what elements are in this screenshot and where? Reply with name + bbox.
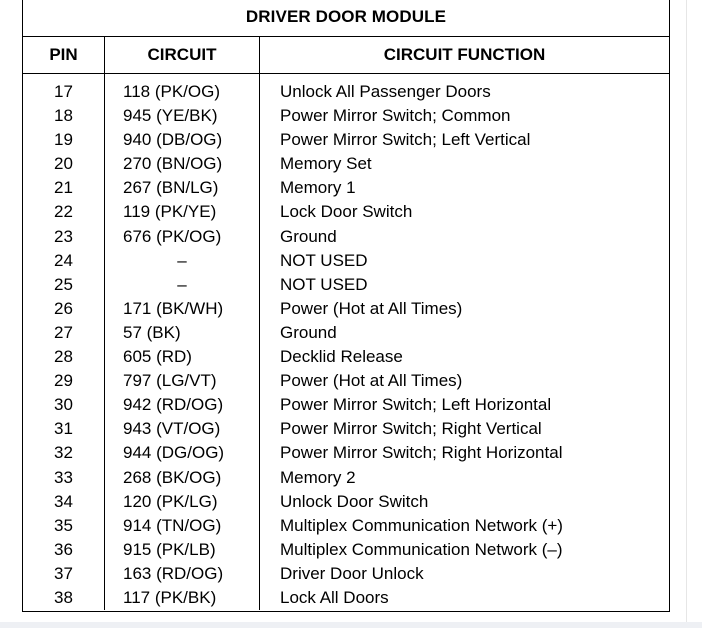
circuit-cell: 118 (PK/OG): [123, 82, 220, 101]
page-edge-divider: [686, 0, 687, 628]
pin-cell: 31: [54, 419, 73, 439]
pin-cell: 25: [54, 274, 73, 294]
function-cell: Memory 2: [280, 467, 356, 487]
function-cell: Multiplex Communication Network (–): [280, 539, 563, 559]
function-cell: Ground: [280, 322, 337, 342]
function-cell: Power Mirror Switch; Left Horizontal: [280, 395, 552, 415]
function-cell: Power (Hot at All Times): [280, 298, 463, 318]
pin-cell: 37: [54, 563, 73, 583]
circuit-cell: 942 (RD/OG): [123, 395, 224, 415]
pin-cell: 38: [54, 587, 73, 607]
pin-cell: 34: [54, 491, 73, 511]
pin-cell: 21: [54, 178, 73, 198]
pin-cell: 17: [54, 82, 73, 101]
function-column-header: CIRCUIT FUNCTION: [383, 45, 546, 64]
function-cell: Memory 1: [280, 178, 356, 198]
circuit-cell: 120 (PK/LG): [123, 491, 218, 511]
pin-cell: 28: [54, 347, 73, 367]
pin-cell: 29: [54, 371, 73, 391]
function-cell: Unlock All Passenger Doors: [280, 82, 491, 101]
circuit-cell: 57 (BK): [123, 322, 181, 342]
function-cell: Power Mirror Switch; Left Vertical: [280, 130, 531, 150]
function-cell: Power Mirror Switch; Right Horizontal: [280, 443, 563, 463]
function-cell: Lock All Doors: [280, 587, 389, 607]
circuit-column: 118 (PK/OG) 945 (YE/BK) 940 (DB/OG) 270 (BN…: [105, 74, 260, 610]
function-cell: Ground: [280, 226, 337, 246]
circuit-cell: 945 (YE/BK): [123, 106, 218, 126]
function-cell: NOT USED: [280, 274, 368, 294]
pin-cell: 23: [54, 226, 73, 246]
function-cell: Decklid Release: [280, 347, 403, 367]
function-cell: Power Mirror Switch; Right Vertical: [280, 419, 542, 439]
circuit-cell: 943 (VT/OG): [123, 419, 221, 439]
circuit-cell: 117 (PK/BK): [123, 587, 217, 607]
circuit-column-header: CIRCUIT: [105, 37, 260, 73]
pinout-table: DRIVER DOOR MODULE PIN CIRCUIT CIRCUIT F…: [22, 0, 670, 612]
circuit-cell: 270 (BN/OG): [123, 154, 223, 174]
circuit-cell: 797 (LG/VT): [123, 371, 217, 391]
circuit-cell: –: [177, 250, 187, 270]
function-cell: Unlock Door Switch: [280, 491, 429, 511]
circuit-cell: 163 (RD/OG): [123, 563, 224, 583]
pin-cell: 35: [54, 515, 73, 535]
table-title: DRIVER DOOR MODULE: [23, 0, 669, 37]
function-cell: Driver Door Unlock: [280, 563, 424, 583]
pin-cell: 30: [54, 395, 73, 415]
function-cell: Power Mirror Switch; Common: [280, 106, 511, 126]
circuit-cell: 605 (RD): [123, 347, 192, 367]
pin-cell: 18: [54, 106, 73, 126]
function-cell: Power (Hot at All Times): [280, 371, 463, 391]
pin-column-header: PIN: [23, 37, 105, 73]
circuit-cell: 676 (PK/OG): [123, 226, 222, 246]
function-cell: Memory Set: [280, 154, 372, 174]
circuit-cell: –: [177, 274, 187, 294]
function-cell: NOT USED: [280, 250, 368, 270]
pin-column: 17 18 19 20 21 22 23 24 25 26 27 28 29 30 31 32 33 34 35 36…: [23, 74, 105, 610]
pin-cell: 27: [54, 322, 73, 342]
pin-cell: 36: [54, 539, 73, 559]
pin-cell: 22: [54, 202, 73, 222]
table-header-row: PIN CIRCUIT CIRCUIT FUNCTION: [23, 37, 669, 74]
circuit-cell: 268 (BK/OG): [123, 467, 222, 487]
pin-cell: 19: [54, 130, 73, 150]
circuit-cell: 267 (BN/LG): [123, 178, 219, 198]
circuit-cell: 119 (PK/YE): [123, 202, 217, 222]
function-cell: Lock Door Switch: [280, 202, 413, 222]
circuit-cell: 915 (PK/LB): [123, 539, 216, 559]
circuit-cell: 944 (DG/OG): [123, 443, 225, 463]
pin-cell: 20: [54, 154, 73, 174]
circuit-cell: 940 (DB/OG): [123, 130, 223, 150]
bottom-edge-strip: [0, 622, 702, 628]
circuit-cell: 171 (BK/WH): [123, 298, 224, 318]
pin-cell: 33: [54, 467, 73, 487]
pin-cell: 24: [54, 250, 73, 270]
circuit-cell: 914 (TN/OG): [123, 515, 222, 535]
pin-cell: 32: [54, 443, 73, 463]
function-cell: Multiplex Communication Network (+): [280, 515, 563, 535]
table-body: 17 18 19 20 21 22 23 24 25 26 27 28 29 30 31 32 33 34 35 36…: [23, 74, 669, 610]
pin-cell: 26: [54, 298, 73, 318]
